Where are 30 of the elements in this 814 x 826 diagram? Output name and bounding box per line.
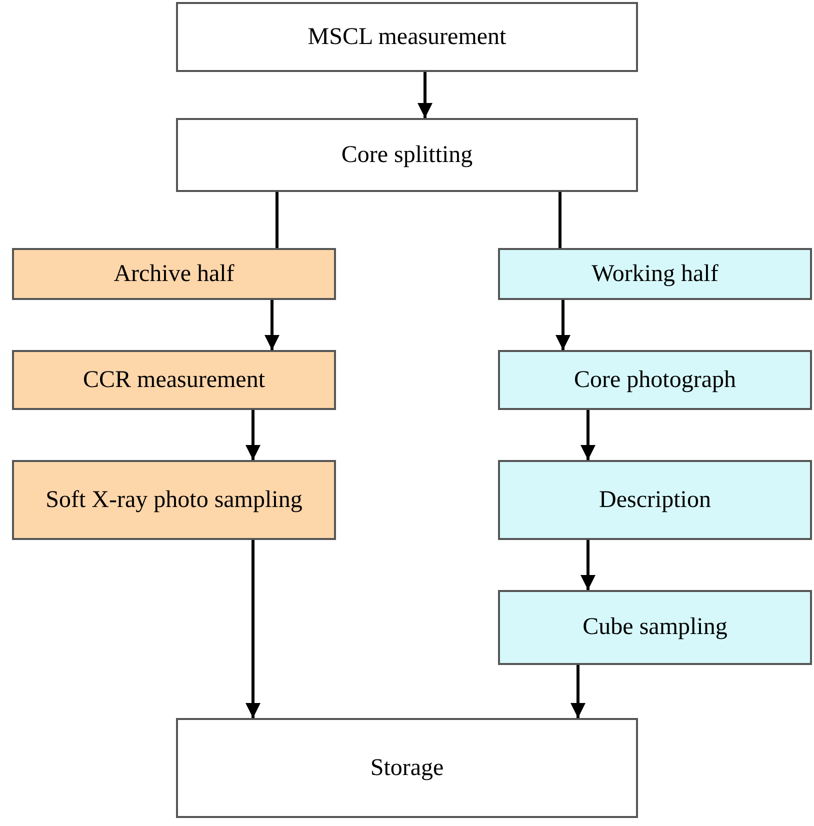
arrow (418, 72, 432, 118)
arrow (570, 665, 586, 718)
connector-line (558, 192, 562, 248)
box-label: Archive half (114, 260, 234, 288)
process-box (498, 460, 812, 540)
arrow (580, 410, 596, 460)
arrow (556, 300, 570, 350)
arrow (246, 540, 260, 718)
box-label: MSCL measurement (308, 22, 506, 52)
process-box (12, 460, 336, 540)
connector-line (276, 192, 278, 248)
process-box (176, 2, 638, 72)
process-box (12, 350, 336, 410)
box-label: Core splitting (341, 140, 473, 170)
process-box (498, 590, 812, 665)
box-label: Description (599, 486, 711, 514)
process-box (176, 718, 638, 818)
arrow (580, 540, 596, 590)
box-label: Core photograph (574, 366, 736, 394)
box-label: CCR measurement (83, 366, 265, 394)
process-box (498, 350, 812, 410)
arrow (264, 300, 280, 350)
box-label: Storage (370, 754, 444, 782)
process-box (498, 248, 812, 300)
process-box (176, 118, 638, 192)
arrow (246, 410, 260, 460)
box-label: Cube sampling (582, 613, 728, 642)
process-box (12, 248, 336, 300)
box-label: Working half (592, 260, 718, 288)
box-label: Soft X-ray photo sampling (46, 486, 302, 514)
